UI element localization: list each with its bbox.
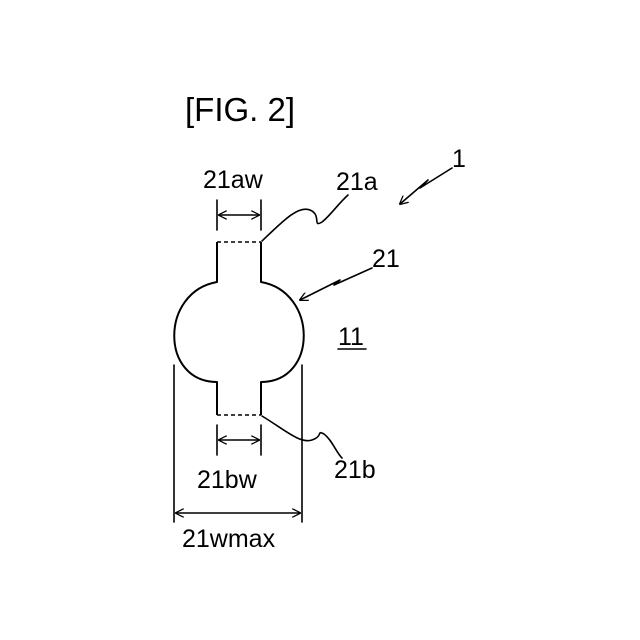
lower-width-label: 21bw (197, 466, 258, 494)
hole-outline (174, 242, 304, 415)
lower-neck-label: 21b (334, 456, 376, 484)
hole-label: 21 (372, 245, 400, 273)
hole-leader-arrow (300, 268, 372, 300)
figure-title: [FIG. 2] (185, 91, 295, 128)
upper-neck-label: 21a (336, 168, 378, 196)
upper-width-label: 21aw (203, 166, 264, 194)
max-width-label: 21wmax (182, 525, 276, 553)
plate-label: 11 (338, 323, 364, 351)
assembly-label: 1 (452, 145, 466, 173)
assembly-leader-arrow (400, 168, 452, 204)
upper-neck-leader (262, 195, 348, 241)
